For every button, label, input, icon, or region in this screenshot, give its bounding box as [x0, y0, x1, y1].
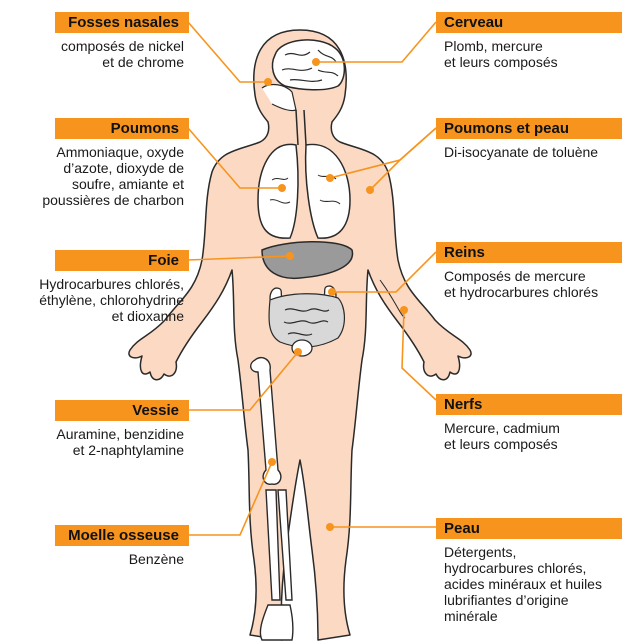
label-poumons-title: Poumons	[55, 118, 189, 139]
label-fosses-title: Fosses nasales	[55, 12, 189, 33]
label-moelle-title: Moelle osseuse	[55, 525, 189, 546]
label-poumons-text: Ammoniaque, oxyde d’azote, dioxyde de so…	[0, 144, 184, 208]
label-foie-title: Foie	[55, 250, 189, 271]
label-vessie-text: Auramine, benzidine et 2-naphtylamine	[8, 426, 184, 458]
label-poumonspeau-text: Di-isocyanate de toluène	[444, 144, 636, 160]
label-cerveau-text: Plomb, mercure et leurs composés	[444, 38, 636, 70]
label-fosses-text: composés de nickel et de chrome	[8, 38, 184, 70]
label-peau-title: Peau	[436, 518, 622, 539]
label-cerveau-title: Cerveau	[436, 12, 622, 33]
label-peau-text: Détergents, hydrocarbures chlorés, acide…	[444, 544, 636, 624]
label-reins-text: Composés de mercure et hydrocarbures chl…	[444, 268, 636, 300]
label-nerfs-text: Mercure, cadmium et leurs composés	[444, 420, 636, 452]
label-vessie-title: Vessie	[55, 400, 189, 421]
label-nerfs-title: Nerfs	[436, 394, 622, 415]
label-poumonspeau-title: Poumons et peau	[436, 118, 622, 139]
brain	[272, 40, 344, 90]
label-moelle-text: Benzène	[8, 551, 184, 567]
intestines	[269, 294, 344, 347]
label-reins-title: Reins	[436, 242, 622, 263]
label-foie-text: Hydrocarbures chlorés, éthylène, chloroh…	[0, 276, 184, 324]
